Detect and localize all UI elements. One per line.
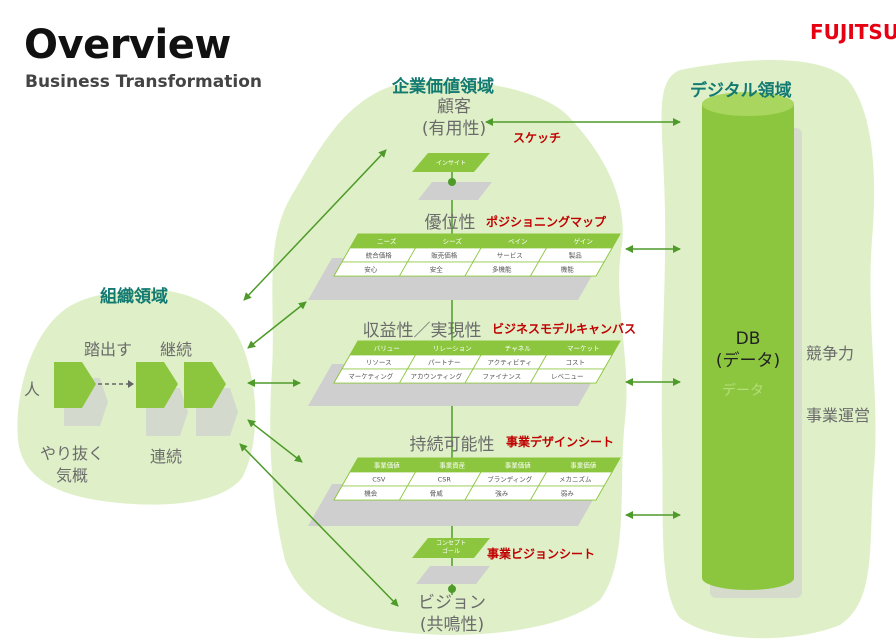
- page-title: Overview: [24, 22, 231, 68]
- sketch-card: [412, 153, 490, 172]
- canvas-cell-label: リソース: [366, 359, 392, 367]
- positioning-cell-label: ゲイン: [574, 237, 593, 246]
- positioning-cell-label: 多機能: [492, 265, 512, 274]
- design-cell-label: 事業価値: [570, 461, 597, 470]
- layer-sustain-tool: 事業デザインシート: [506, 435, 615, 449]
- canvas-cell-label: バリュー: [374, 345, 400, 353]
- canvas-cell-label: リレーション: [433, 345, 472, 353]
- person-dashed-arrowhead: [128, 380, 134, 388]
- design-cell-label: 弱み: [561, 490, 575, 498]
- db-label: DB (データ): [715, 329, 781, 371]
- canvas-cell-label: ファイナンス: [482, 373, 521, 381]
- canvas-cell-label: アクティビティ: [488, 358, 532, 367]
- layer-customer-tool: スケッチ: [513, 131, 562, 145]
- layer-vision-tool: 事業ビジョンシート: [487, 547, 596, 561]
- db-cylinder: [702, 104, 794, 578]
- design-cell-label: CSV: [372, 476, 386, 484]
- arrow-org-customer: [243, 149, 387, 301]
- positioning-cell-label: ニーズ: [377, 237, 397, 246]
- digital-region-title: デジタル領域: [690, 81, 792, 101]
- layer-advantage-tool: ポジショニングマップ: [486, 215, 607, 229]
- layer-sustain-label: 持続可能性: [409, 435, 495, 455]
- layer-profit-tool: ビジネスモデルキャンバス: [492, 322, 637, 336]
- layer-profit-label: 収益性／実現性: [362, 321, 482, 341]
- person-label: 人: [24, 380, 41, 399]
- canvas-cell-label: マーケティング: [348, 372, 393, 381]
- continue-label: 継続: [160, 340, 193, 359]
- organization-region-title: 組織領域: [100, 287, 168, 307]
- positioning-cell-label: シーズ: [443, 237, 463, 246]
- canvas-cell-label: チャネル: [505, 345, 531, 353]
- arrow-org-advantage: [247, 301, 307, 349]
- vision-card-text: コンセプト ゴール: [435, 540, 466, 555]
- db-shadow-label: データ: [722, 383, 764, 399]
- positioning-cell-label: 統合価格: [366, 251, 393, 260]
- design-cell-label: 事業資産: [439, 461, 466, 470]
- design-cell-label: 脅威: [430, 489, 444, 498]
- canvas-cell-label: レベニュー: [551, 373, 584, 381]
- design-cell-label: 強み: [495, 490, 509, 498]
- competitiveness-label: 競争力: [806, 344, 855, 363]
- design-cell-label: メカニズム: [559, 475, 592, 484]
- step-continue-chevron: [184, 362, 226, 408]
- continuous-label: 連続: [150, 447, 183, 466]
- design-cell-label: 事業価値: [505, 461, 532, 470]
- sketch-card-text: インサイト: [435, 160, 466, 167]
- vision-card: [412, 538, 490, 558]
- page-subtitle: Business Transformation: [25, 72, 262, 92]
- design-cell-label: 事業価値: [374, 461, 401, 470]
- design-cell-label: ブランディング: [487, 475, 533, 484]
- step-person-chevron: [54, 362, 96, 408]
- positioning-cell-label: 製品: [569, 251, 582, 260]
- positioning-cell-label: 安全: [430, 265, 444, 274]
- layer-advantage-label: 優位性: [424, 213, 476, 233]
- db-cylinder-top: [702, 92, 794, 116]
- positioning-cell-label: 販売価格: [431, 251, 458, 260]
- canvas-cell-label: マーケット: [567, 345, 600, 353]
- design-cell-label: CSR: [438, 476, 452, 484]
- canvas-cell: [529, 368, 605, 384]
- business-operation-label: 事業運営: [806, 406, 871, 425]
- vision-dot: [448, 585, 456, 593]
- layer-customer-label: 顧客 (有用性): [421, 97, 487, 139]
- design-cell-label: 機会: [364, 489, 378, 498]
- arrow-org-vision: [239, 443, 399, 607]
- enterprise-region-title: 企業価値領域: [392, 77, 494, 97]
- positioning-cell-label: 機能: [561, 265, 575, 274]
- step-step-out-chevron: [136, 362, 178, 408]
- canvas-cell-label: アカウンティング: [410, 372, 462, 381]
- canvas-cell-label: パートナー: [428, 359, 461, 367]
- vision-shadow: [416, 566, 490, 584]
- design-cell: [529, 485, 605, 501]
- sketch-shadow: [418, 182, 492, 200]
- positioning-cell: [529, 261, 605, 277]
- sketch-dot: [448, 178, 456, 186]
- step-out-label: 踏出す: [84, 340, 133, 359]
- layer-vision-label: ビジョン (共鳴性): [418, 593, 486, 635]
- positioning-cell-label: ペイン: [508, 238, 528, 246]
- fujitsu-logo: FUJITSU: [810, 20, 896, 44]
- positioning-cell-label: サービス: [497, 251, 523, 260]
- db-cylinder-bottom: [702, 566, 794, 590]
- positioning-cell-label: 安心: [364, 265, 378, 274]
- grit-label: やり抜く 気概: [40, 444, 105, 485]
- canvas-cell-label: コスト: [566, 359, 586, 367]
